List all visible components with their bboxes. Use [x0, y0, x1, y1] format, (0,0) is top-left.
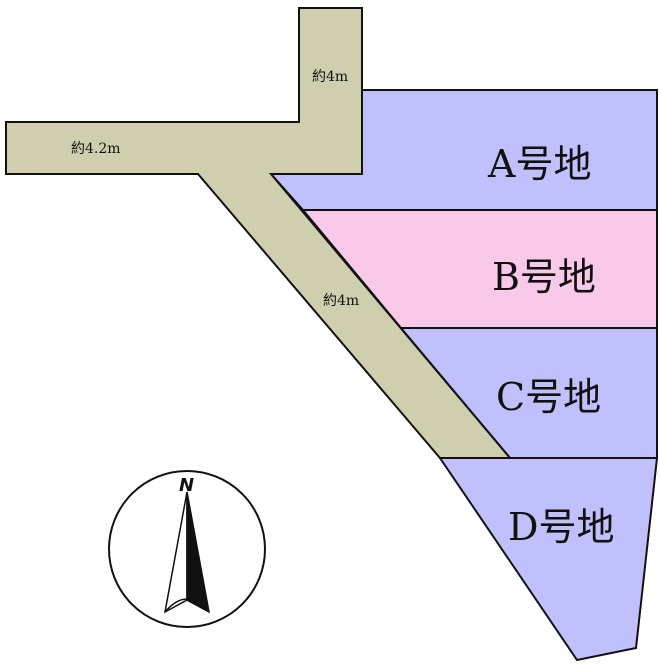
lot-c-label: C号地 — [496, 375, 601, 419]
compass-needle-base — [164, 598, 210, 613]
north-label: N — [179, 475, 194, 496]
lot-d-parcel[interactable] — [438, 457, 659, 662]
north-road-width-label: 約4m — [312, 69, 348, 85]
lot-a-label: A号地 — [487, 142, 591, 186]
compass-needle-right — [186, 491, 211, 614]
lot-b-label: B号地 — [492, 255, 596, 299]
road-area — [5, 7, 513, 459]
west-road-width-label: 約4.2m — [71, 141, 121, 157]
lot-d-label: D号地 — [508, 505, 614, 549]
diagonal-road-width-label: 約4m — [323, 293, 359, 309]
north-arrow-icon: N — [108, 470, 266, 628]
